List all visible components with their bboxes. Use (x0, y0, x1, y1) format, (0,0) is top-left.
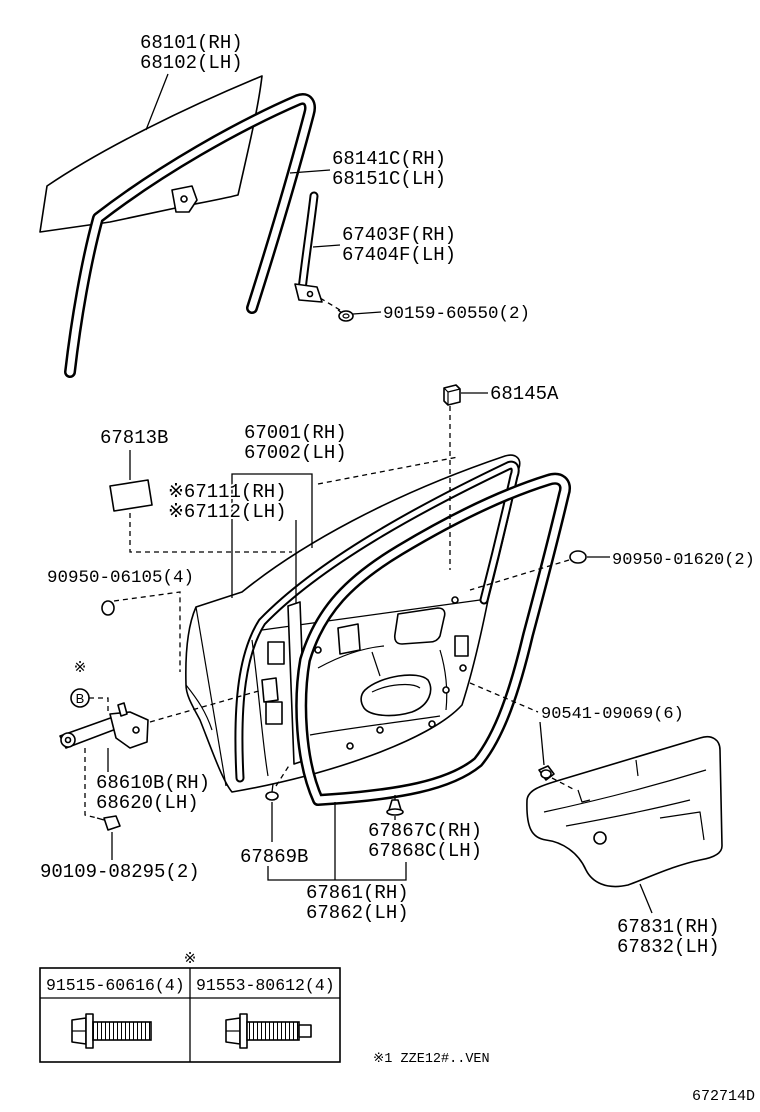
label-division-bar-lh: 67404F(LH) (342, 244, 456, 266)
bolt-table-left-header: 91515-60616(4) (46, 976, 185, 995)
label-run-screw: 90159-60550(2) (383, 304, 530, 324)
label-door-panel-rh: 67001(RH) (244, 422, 347, 444)
cover-clip-icon (538, 765, 555, 781)
label-door-check-rh: 68610B(RH) (96, 772, 210, 794)
label-cover-clip: 90541-09069(6) (541, 705, 684, 724)
label-glass-rh: 68101(RH) (140, 32, 243, 54)
callout-mark: ※ (74, 660, 87, 677)
label-hole-plug-left: 90950-06105(4) (47, 568, 194, 588)
callout-b: ※ B (70, 658, 90, 708)
division-bar (294, 191, 323, 303)
flange-bolt-right-icon (225, 1013, 312, 1049)
hole-plug-left-icon (101, 600, 115, 616)
run-screw-icon (337, 309, 354, 322)
applicability-note: ※1 ZZE12#..VEN (373, 1052, 490, 1067)
check-bolt-icon (96, 815, 121, 831)
glass-bracket-icon (171, 185, 198, 213)
glass-run (64, 93, 316, 378)
bolt-table: ※ 91515-60616(4) 91553-80612(4) (39, 949, 341, 1063)
label-weatherstrip-clip-lh: 67868C(LH) (368, 840, 482, 862)
label-weatherstrip-rh: 67861(RH) (306, 882, 409, 904)
door-check (59, 677, 279, 749)
plate-icon (109, 479, 153, 512)
door-weatherstrip (295, 472, 571, 806)
label-door-check-lh: 68620(LH) (96, 792, 199, 814)
label-check-bolt: 90109-08295(2) (40, 861, 200, 883)
label-hole-plug-right: 90950-01620(2) (612, 551, 755, 570)
label-reinforcement-lh: ※67112(LH) (168, 501, 287, 523)
bolt-table-mark: ※ (184, 951, 197, 968)
leader-lines (107, 73, 653, 914)
hole-plug-right-icon (569, 550, 587, 564)
label-door-panel-lh: 67002(LH) (244, 442, 347, 464)
figure-code: 672714D (692, 1088, 755, 1105)
label-weatherstrip-lh: 67862(LH) (306, 902, 409, 924)
label-run-lh: 68151C(LH) (332, 168, 446, 190)
label-bolt-67869: 67869B (240, 846, 308, 868)
part-labels: 68101(RH) 68102(LH) 68141C(RH) 68151C(LH… (38, 30, 757, 960)
flange-bolt-left-icon (71, 1013, 152, 1049)
bolt-table-right-header: 91553-80612(4) (196, 976, 335, 995)
service-hole-cover (526, 735, 723, 888)
door-panel (185, 454, 521, 793)
label-glass-lh: 68102(LH) (140, 52, 243, 74)
dashed-leaders (84, 297, 576, 819)
label-run-rh: 68141C(RH) (332, 148, 446, 170)
callout-ref-letter: B (76, 691, 85, 706)
bolt-67869-icon (265, 783, 279, 801)
label-plate: 67813B (100, 427, 168, 449)
label-division-bar-rh: 67403F(RH) (342, 224, 456, 246)
cushion-icon (443, 384, 461, 406)
label-hole-cover-rh: 67831(RH) (617, 916, 720, 938)
weatherstrip-clip-icon (386, 795, 404, 816)
label-cushion: 68145A (490, 383, 559, 405)
label-hole-cover-lh: 67832(LH) (617, 936, 720, 958)
label-weatherstrip-clip-rh: 67867C(RH) (368, 820, 482, 842)
door-glass (39, 75, 263, 233)
label-reinforcement-rh: ※67111(RH) (168, 481, 287, 503)
